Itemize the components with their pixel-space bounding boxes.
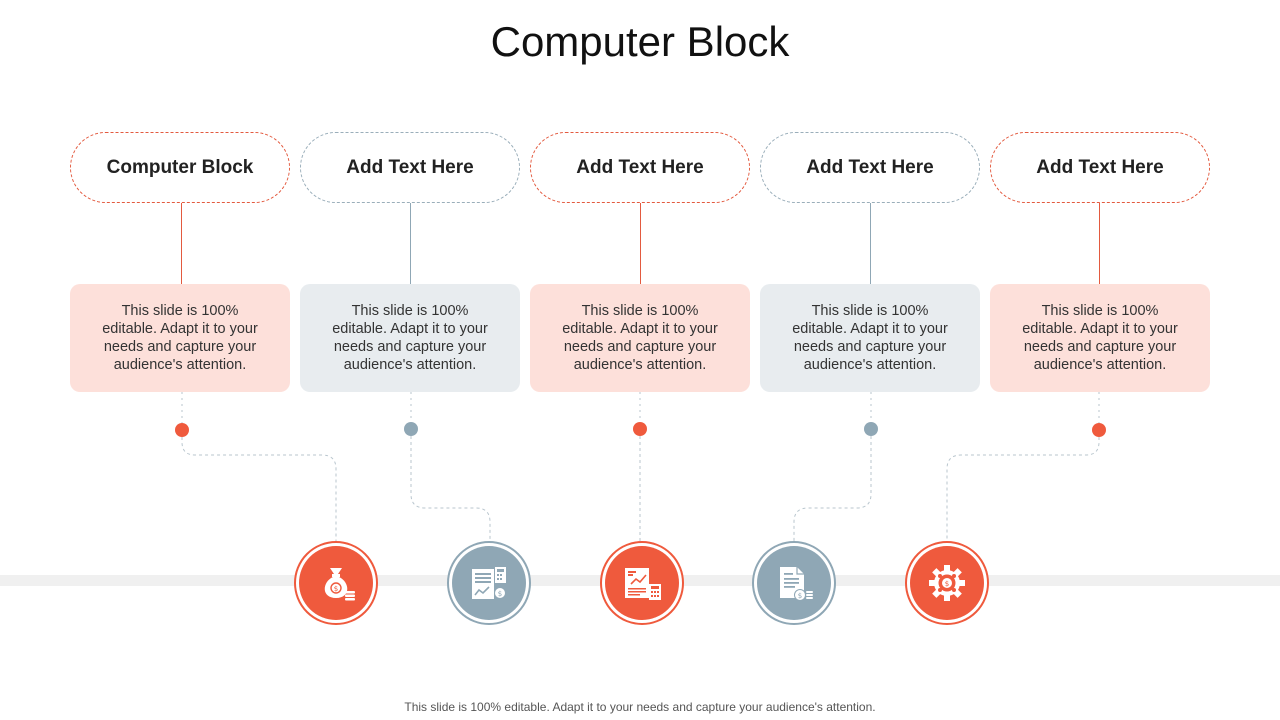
step-5-dot bbox=[1092, 423, 1106, 437]
step-2-dot bbox=[404, 422, 418, 436]
money-gear-icon: $ bbox=[910, 546, 984, 620]
financial-report-icon: $ bbox=[452, 546, 526, 620]
step-2-description: This slide is 100% editable. Adapt it to… bbox=[300, 284, 520, 392]
step-4-stem bbox=[870, 203, 871, 285]
step-5-stem bbox=[1099, 203, 1100, 285]
svg-text:$: $ bbox=[498, 590, 502, 598]
step-4-dot bbox=[864, 422, 878, 436]
slide-title: Computer Block bbox=[490, 18, 790, 65]
step-4-icon-ring: $ bbox=[752, 541, 836, 625]
connector-4 bbox=[793, 436, 872, 542]
svg-text:$: $ bbox=[945, 580, 949, 588]
step-1-stem bbox=[181, 203, 182, 285]
connector-1 bbox=[181, 437, 337, 542]
step-2-icon-ring: $ bbox=[447, 541, 531, 625]
step-2-heading: Add Text Here bbox=[300, 132, 520, 203]
step-5-description: This slide is 100% editable. Adapt it to… bbox=[990, 284, 1210, 392]
invoice-coins-icon: $ bbox=[757, 546, 831, 620]
connector-5 bbox=[946, 437, 1100, 542]
step-1-heading: Computer Block bbox=[70, 132, 290, 203]
svg-text:$: $ bbox=[334, 585, 338, 593]
footer-note: This slide is 100% editable. Adapt it to… bbox=[404, 700, 876, 714]
step-3-heading: Add Text Here bbox=[530, 132, 750, 203]
step-1-icon-ring: $ bbox=[294, 541, 378, 625]
step-1-dot bbox=[175, 423, 189, 437]
step-3-description: This slide is 100% editable. Adapt it to… bbox=[530, 284, 750, 392]
step-1-description: This slide is 100% editable. Adapt it to… bbox=[70, 284, 290, 392]
step-3-icon-ring bbox=[600, 541, 684, 625]
step-5-icon-ring: $ bbox=[905, 541, 989, 625]
connector-2 bbox=[410, 436, 491, 542]
step-3-dot bbox=[633, 422, 647, 436]
step-2-stem bbox=[410, 203, 411, 285]
step-4-description: This slide is 100% editable. Adapt it to… bbox=[760, 284, 980, 392]
money-bag-icon: $ bbox=[299, 546, 373, 620]
step-4-heading: Add Text Here bbox=[760, 132, 980, 203]
svg-text:$: $ bbox=[798, 592, 802, 600]
sales-chart-calculator-icon bbox=[605, 546, 679, 620]
step-3-stem bbox=[640, 203, 641, 285]
step-5-heading: Add Text Here bbox=[990, 132, 1210, 203]
